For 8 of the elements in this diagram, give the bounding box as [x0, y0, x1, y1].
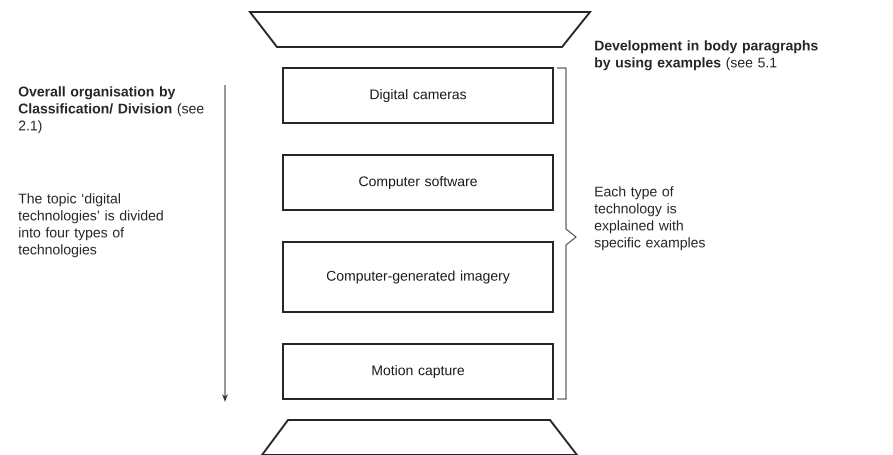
description: Each type of technology is explained with specific examples [594, 186, 705, 250]
heading: Development in body paragraphs by using examples (see 5.1 [595, 40, 818, 70]
text-box: Digital cameras [282, 67, 554, 124]
text-box: Motion capture [282, 343, 554, 400]
text-box: Computer software [282, 154, 554, 211]
description: The topic ‘digital technologies’ is divided into four types of technologies [18, 193, 163, 258]
heading: Overall organisation by Classification/ Division (see 2.1) [18, 86, 204, 134]
text-box: Computer-generated imagery [282, 241, 554, 313]
